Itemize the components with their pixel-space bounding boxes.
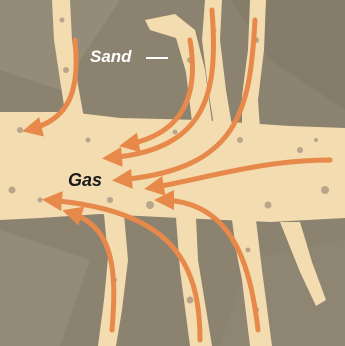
sand-grain (173, 130, 178, 135)
sand-grain (246, 248, 251, 253)
sand-grain (321, 186, 329, 194)
sand-grain (107, 197, 113, 203)
sand-grain (38, 198, 43, 203)
sand-grain (187, 297, 194, 304)
sand-grain (9, 187, 16, 194)
main-fracture (0, 112, 345, 222)
sand-leader-line (146, 57, 168, 59)
sand-grain (265, 202, 272, 209)
sand-grain (63, 67, 69, 73)
sand-grain (237, 137, 243, 143)
sand-grain (314, 138, 318, 142)
gas-label: Gas (68, 171, 102, 189)
sand-grain (297, 147, 303, 153)
sand-grain (86, 138, 91, 143)
sand-grain (60, 18, 65, 23)
sand-grain (17, 127, 23, 133)
sand-grain (146, 201, 154, 209)
sand-label: Sand (90, 48, 132, 65)
